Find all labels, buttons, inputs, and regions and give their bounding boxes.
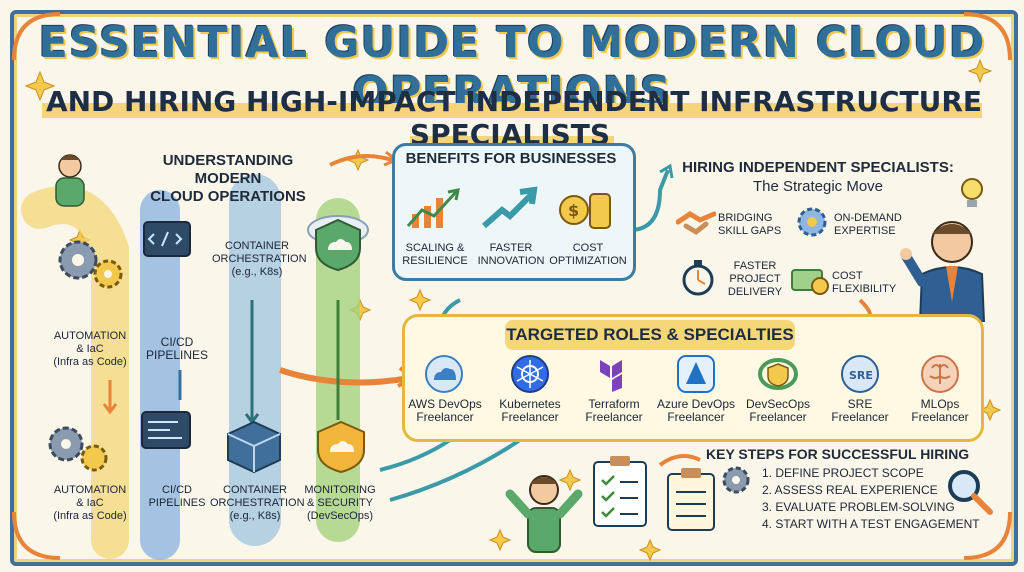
devsecops-icon [758,358,798,390]
upward-arrow-icon [482,186,538,229]
hiring-heading: HIRING INDEPENDENT SPECIALISTS: The Stra… [682,159,954,195]
steps-heading: KEY STEPS FOR SUCCESSFUL HIRING [706,446,970,462]
money-icon [791,269,829,295]
gears-icon [722,466,750,494]
checklist-icon [593,456,647,527]
lightbulb-icon [961,178,983,207]
coins-icon: $ [559,193,611,229]
azure-icon [677,355,715,393]
container-bottom-label: CONTAINER ORCHESTRATION (e.g., K8s) [210,484,305,522]
svg-text:$: $ [568,201,579,220]
automation-top-label: AUTOMATION & IaC (Infra as Code) [53,330,127,368]
brain-icon [921,355,959,393]
terraform-icon [600,360,622,392]
cicd-top-label: CI/CD PIPELINES [145,335,209,362]
code-window-icon [143,221,191,257]
clipboard-icon [667,468,715,531]
automation-bottom-label: AUTOMATION & IaC (Infra as Code) [53,484,127,522]
person-icon [55,154,85,207]
gears-icon [48,426,108,472]
cheering-person-icon [505,475,583,553]
cicd-bottom-label: CI/CD PIPELINES [148,484,206,509]
step-2: 2. ASSESS REAL EXPERIENCE [762,483,938,497]
understanding-heading: UNDERSTANDING MODERN CLOUD OPERATIONS [150,152,306,205]
decorative-frame [10,10,1018,566]
container-cube-icon [227,420,281,474]
step-3: 3. EVALUATE PROBLEM-SOLVING [762,500,955,514]
security-shield-icon [317,420,365,474]
growth-chart-icon [406,188,460,228]
benefit-1-label: SCALING &RESILIENCE [402,242,468,267]
cloud-shield-icon [307,215,369,272]
container-top-label: CONTAINER ORCHESTRATION (e.g., K8s) [212,240,307,278]
gear-icon [797,207,827,237]
step-4: 4. START WITH A TEST ENGAGEMENT [762,517,980,531]
sre-icon: SRE [841,355,879,393]
cloud-icon [425,355,463,393]
subtitle: AND HIRING HIGH-IMPACT INDEPENDENT INFRA… [0,85,1024,151]
businessman-icon [900,221,986,322]
handshake-icon [676,211,716,236]
magnifier-icon [948,470,993,515]
kubernetes-icon [511,355,549,393]
svg-text:SRE: SRE [849,369,873,382]
roles-heading: TARGETED ROLES & SPECIALTIES [505,320,795,350]
benefits-heading: BENEFITS FOR BUSINESSES [405,150,617,167]
step-1: 1. DEFINE PROJECT SCOPE [762,466,924,480]
code-window-icon [141,411,191,449]
stopwatch-icon [682,260,714,296]
gears-icon [58,240,123,289]
monitoring-label: MONITORING & SECURITY (DevSecOps) [304,484,376,522]
